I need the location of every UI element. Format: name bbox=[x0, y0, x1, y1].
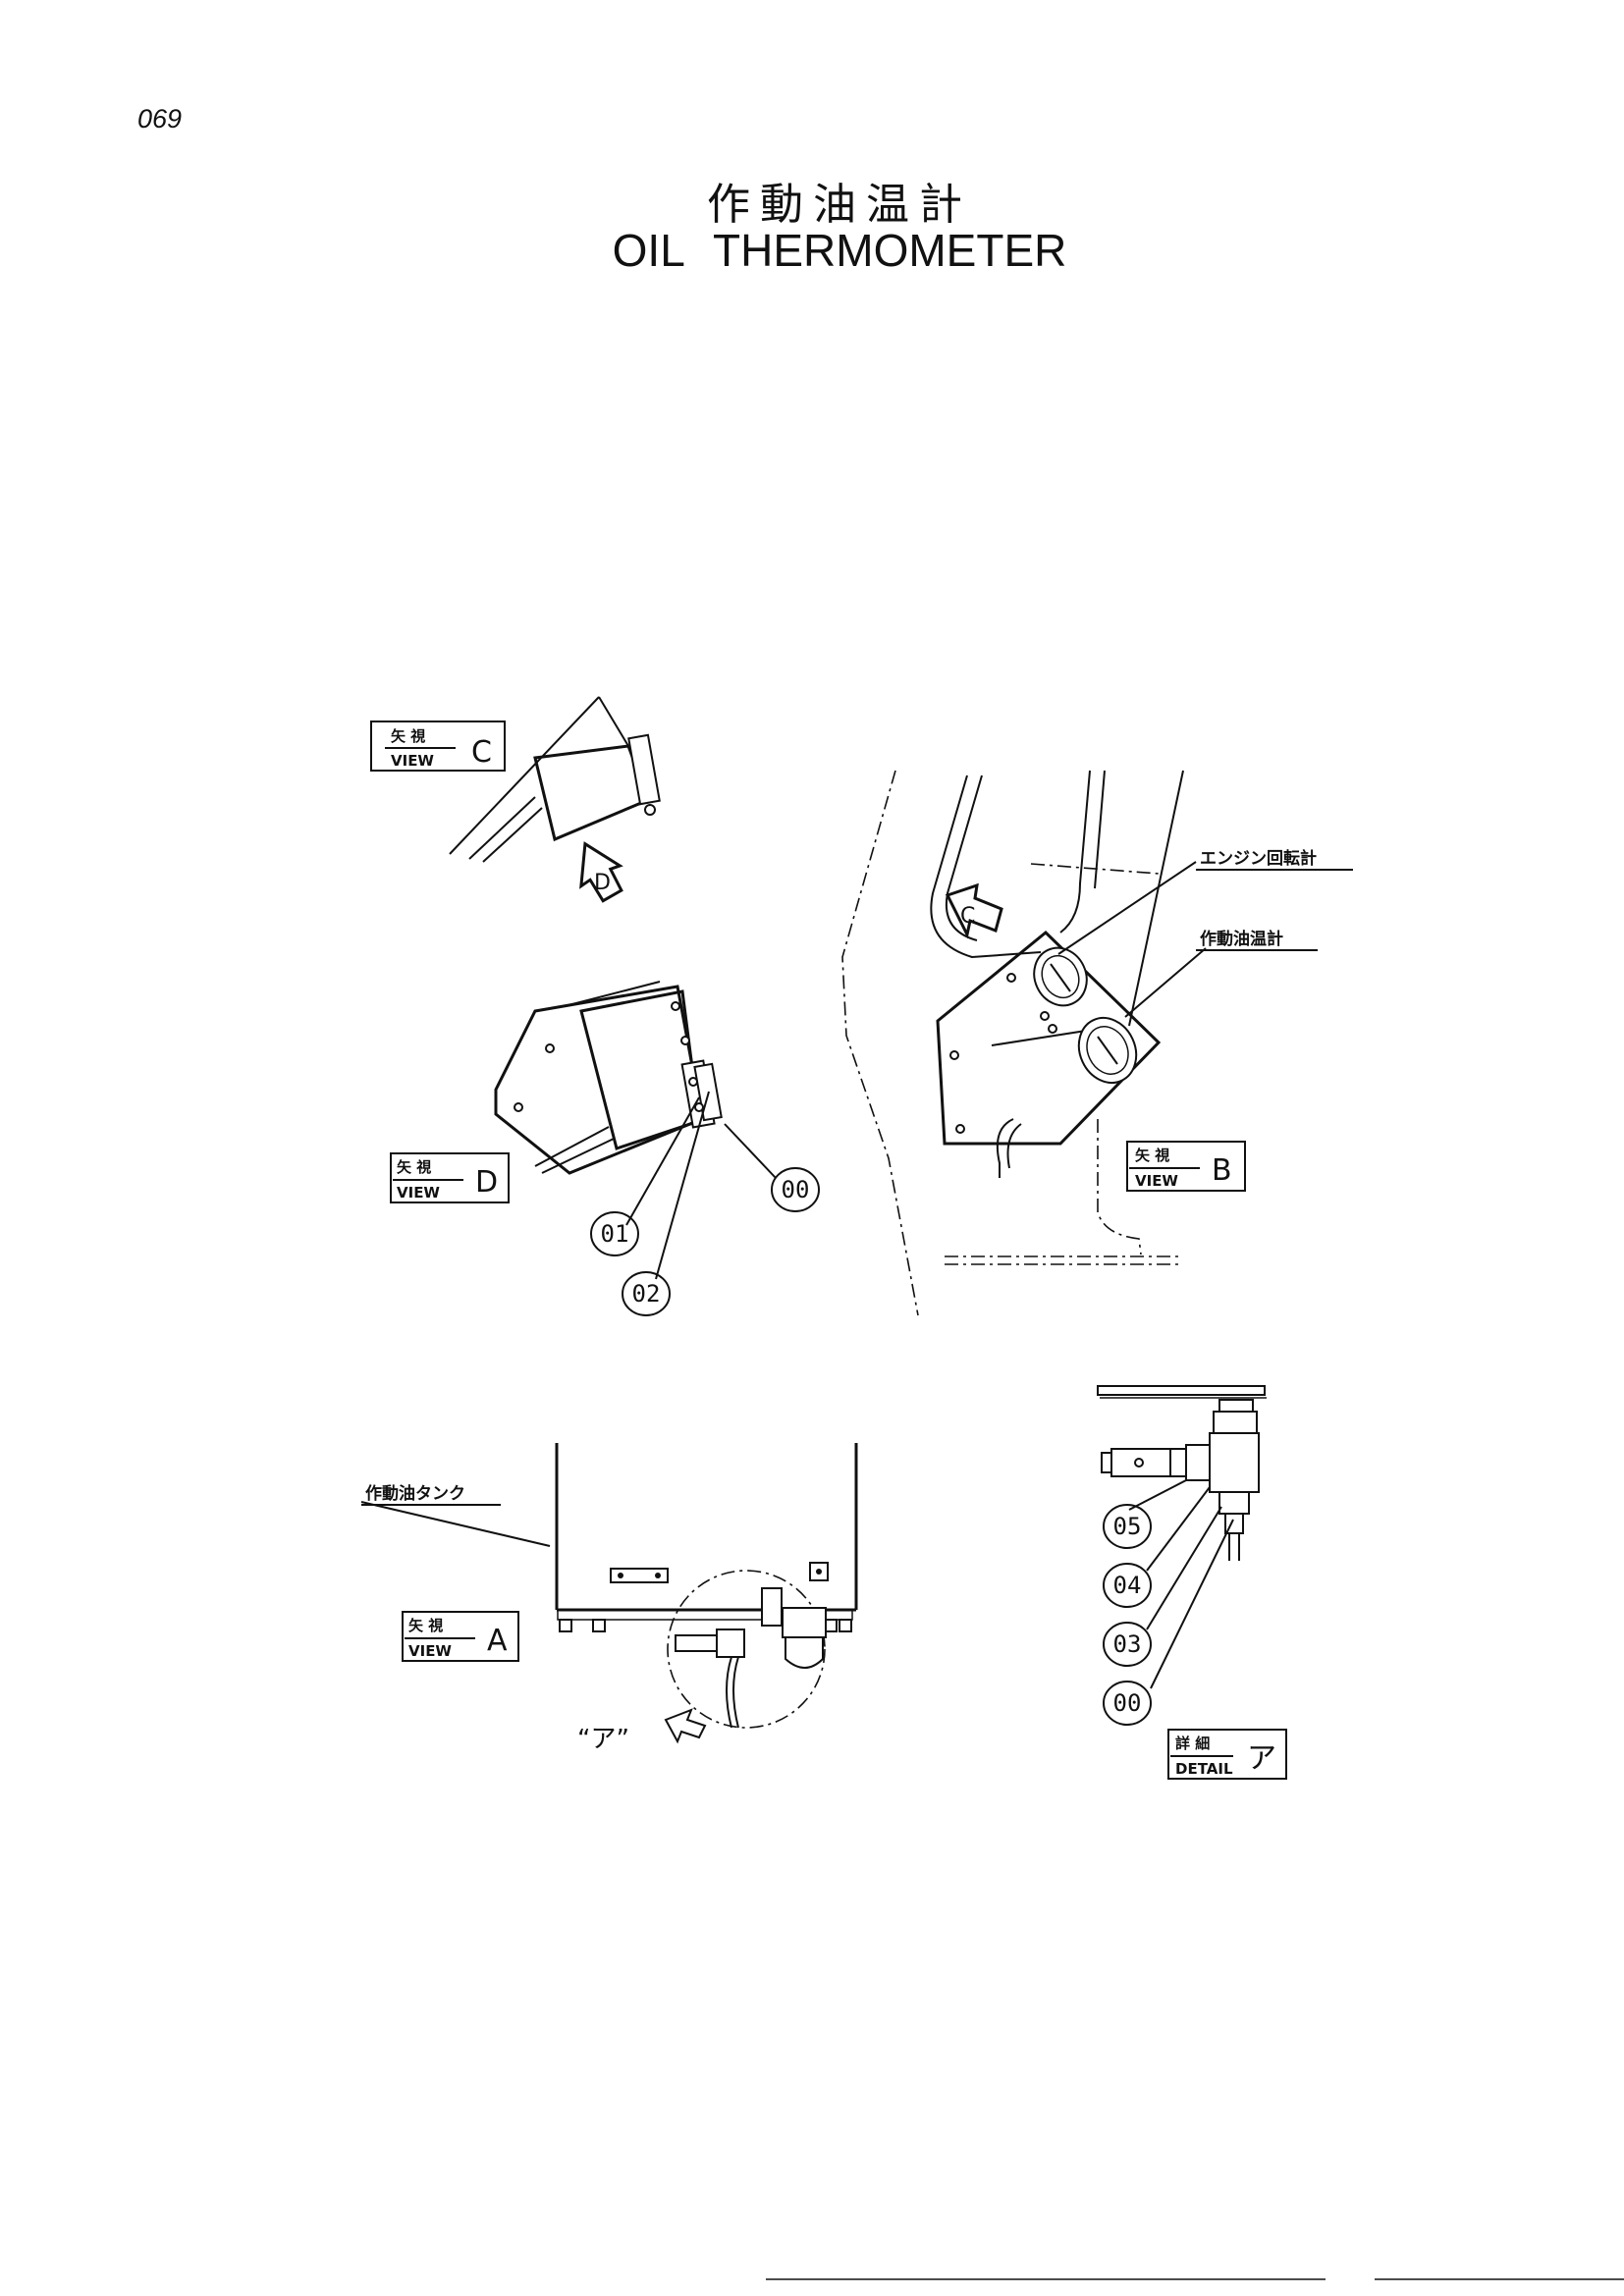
view-d-part-02: 02 bbox=[622, 1271, 671, 1316]
view-a-label: 矢 視 VIEW A bbox=[402, 1611, 519, 1662]
title-english: OIL THERMOMETER bbox=[612, 225, 1067, 276]
title-japanese: 作動油温計 bbox=[707, 180, 972, 230]
view-c-jp: 矢 視 bbox=[391, 727, 425, 745]
detail-jp: 詳 細 bbox=[1175, 1735, 1210, 1752]
view-a-jp: 矢 視 bbox=[408, 1617, 443, 1634]
arrow-d: D bbox=[579, 841, 623, 903]
svg-text:00: 00 bbox=[782, 1176, 810, 1203]
svg-text:02: 02 bbox=[632, 1280, 661, 1308]
view-b-drawing bbox=[841, 770, 1207, 1316]
arrow-c: C bbox=[945, 882, 1003, 939]
view-c-drawing bbox=[449, 696, 661, 863]
svg-text:04: 04 bbox=[1113, 1572, 1142, 1599]
view-d-label: 矢 視 VIEW D bbox=[390, 1152, 510, 1203]
view-c-en: VIEW bbox=[391, 752, 434, 770]
svg-text:01: 01 bbox=[601, 1220, 629, 1248]
detail-part-04: 04 bbox=[1103, 1563, 1152, 1608]
detail-label: 詳 細 DETAIL ア bbox=[1167, 1729, 1287, 1780]
view-d-letter: D bbox=[475, 1165, 498, 1200]
callout-oil-thermometer: 作動油温計 bbox=[1196, 929, 1318, 951]
view-b-letter: B bbox=[1212, 1153, 1232, 1188]
view-b-label: 矢 視 VIEW B bbox=[1126, 1141, 1246, 1192]
view-a-drawing bbox=[360, 1443, 858, 1744]
detail-part-05: 05 bbox=[1103, 1504, 1152, 1549]
detail-part-00: 00 bbox=[1103, 1681, 1152, 1726]
page-number: 069 bbox=[137, 104, 183, 133]
callout-hydraulic-tank: 作動油タンク bbox=[361, 1483, 501, 1506]
svg-text:05: 05 bbox=[1113, 1513, 1142, 1540]
detail-reference-label: “ア” bbox=[577, 1725, 629, 1754]
callout-engine-tachometer: エンジン回転計 bbox=[1196, 848, 1353, 871]
view-d-part-00: 00 bbox=[771, 1167, 820, 1212]
view-d-part-01: 01 bbox=[590, 1211, 639, 1256]
detail-letter: ア bbox=[1247, 1741, 1276, 1776]
view-d-drawing bbox=[494, 981, 777, 1280]
svg-text:00: 00 bbox=[1113, 1689, 1142, 1717]
svg-text:03: 03 bbox=[1113, 1630, 1142, 1658]
arrow-d-letter: D bbox=[594, 871, 611, 895]
arrow-c-letter: C bbox=[960, 904, 975, 929]
view-b-jp: 矢 視 bbox=[1135, 1147, 1169, 1164]
view-c-letter: C bbox=[471, 735, 492, 770]
view-d-jp: 矢 視 bbox=[397, 1158, 431, 1176]
oil-thermometer-label: 作動油温計 bbox=[1200, 929, 1283, 949]
view-c-label: 矢 視 VIEW C bbox=[370, 721, 506, 772]
view-a-en: VIEW bbox=[408, 1642, 452, 1660]
view-d-en: VIEW bbox=[397, 1184, 440, 1201]
detail-reference: “ア” bbox=[577, 1725, 629, 1754]
view-b-en: VIEW bbox=[1135, 1172, 1178, 1190]
hydraulic-tank-label: 作動油タンク bbox=[365, 1483, 465, 1504]
view-a-letter: A bbox=[487, 1624, 508, 1658]
detail-en: DETAIL bbox=[1175, 1760, 1233, 1778]
engine-tachometer-label: エンジン回転計 bbox=[1200, 848, 1317, 869]
detail-drawing bbox=[1097, 1385, 1267, 1689]
detail-part-03: 03 bbox=[1103, 1622, 1152, 1667]
